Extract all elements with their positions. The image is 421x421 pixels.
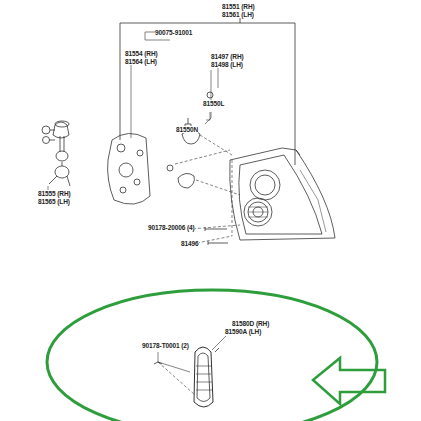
part-number: 81564 (LH)	[125, 58, 157, 65]
gasket	[108, 133, 150, 204]
part-number: 90178-20006 (4)	[148, 224, 195, 231]
pointer-arrow	[313, 358, 385, 404]
leader-line	[48, 62, 218, 190]
part-number: 81554 (RH)	[125, 50, 158, 57]
tail-lamp-housing	[230, 148, 335, 240]
rear-reflector	[194, 347, 219, 407]
part-number: 81497 (RH)	[211, 53, 244, 60]
leader-line	[158, 352, 190, 372]
part-number: 81551 (RH)	[222, 3, 255, 10]
part-number: 81565 (LH)	[38, 198, 70, 205]
bulb	[167, 118, 200, 188]
part-number: 81550L	[203, 100, 224, 107]
group-bracket	[120, 23, 121, 138]
bulb-socket	[42, 121, 70, 186]
part-number: 81496	[181, 240, 199, 247]
leader-line	[240, 18, 241, 23]
part-number: 90075-91001	[155, 29, 192, 36]
part-number: 90178-T0001 (2)	[142, 342, 189, 349]
part-number: 81561 (LH)	[222, 11, 254, 18]
part-number: 81590A (LH)	[225, 328, 261, 335]
part-number: 81580D (RH)	[232, 320, 269, 327]
highlight-ellipse	[47, 290, 377, 421]
part-number: 81550N	[176, 126, 198, 133]
part-number: 81498 (LH)	[211, 61, 243, 68]
leader-line	[212, 336, 226, 350]
part-number: 81555 (RH)	[38, 190, 71, 197]
screw	[207, 92, 213, 98]
screw	[205, 227, 228, 245]
